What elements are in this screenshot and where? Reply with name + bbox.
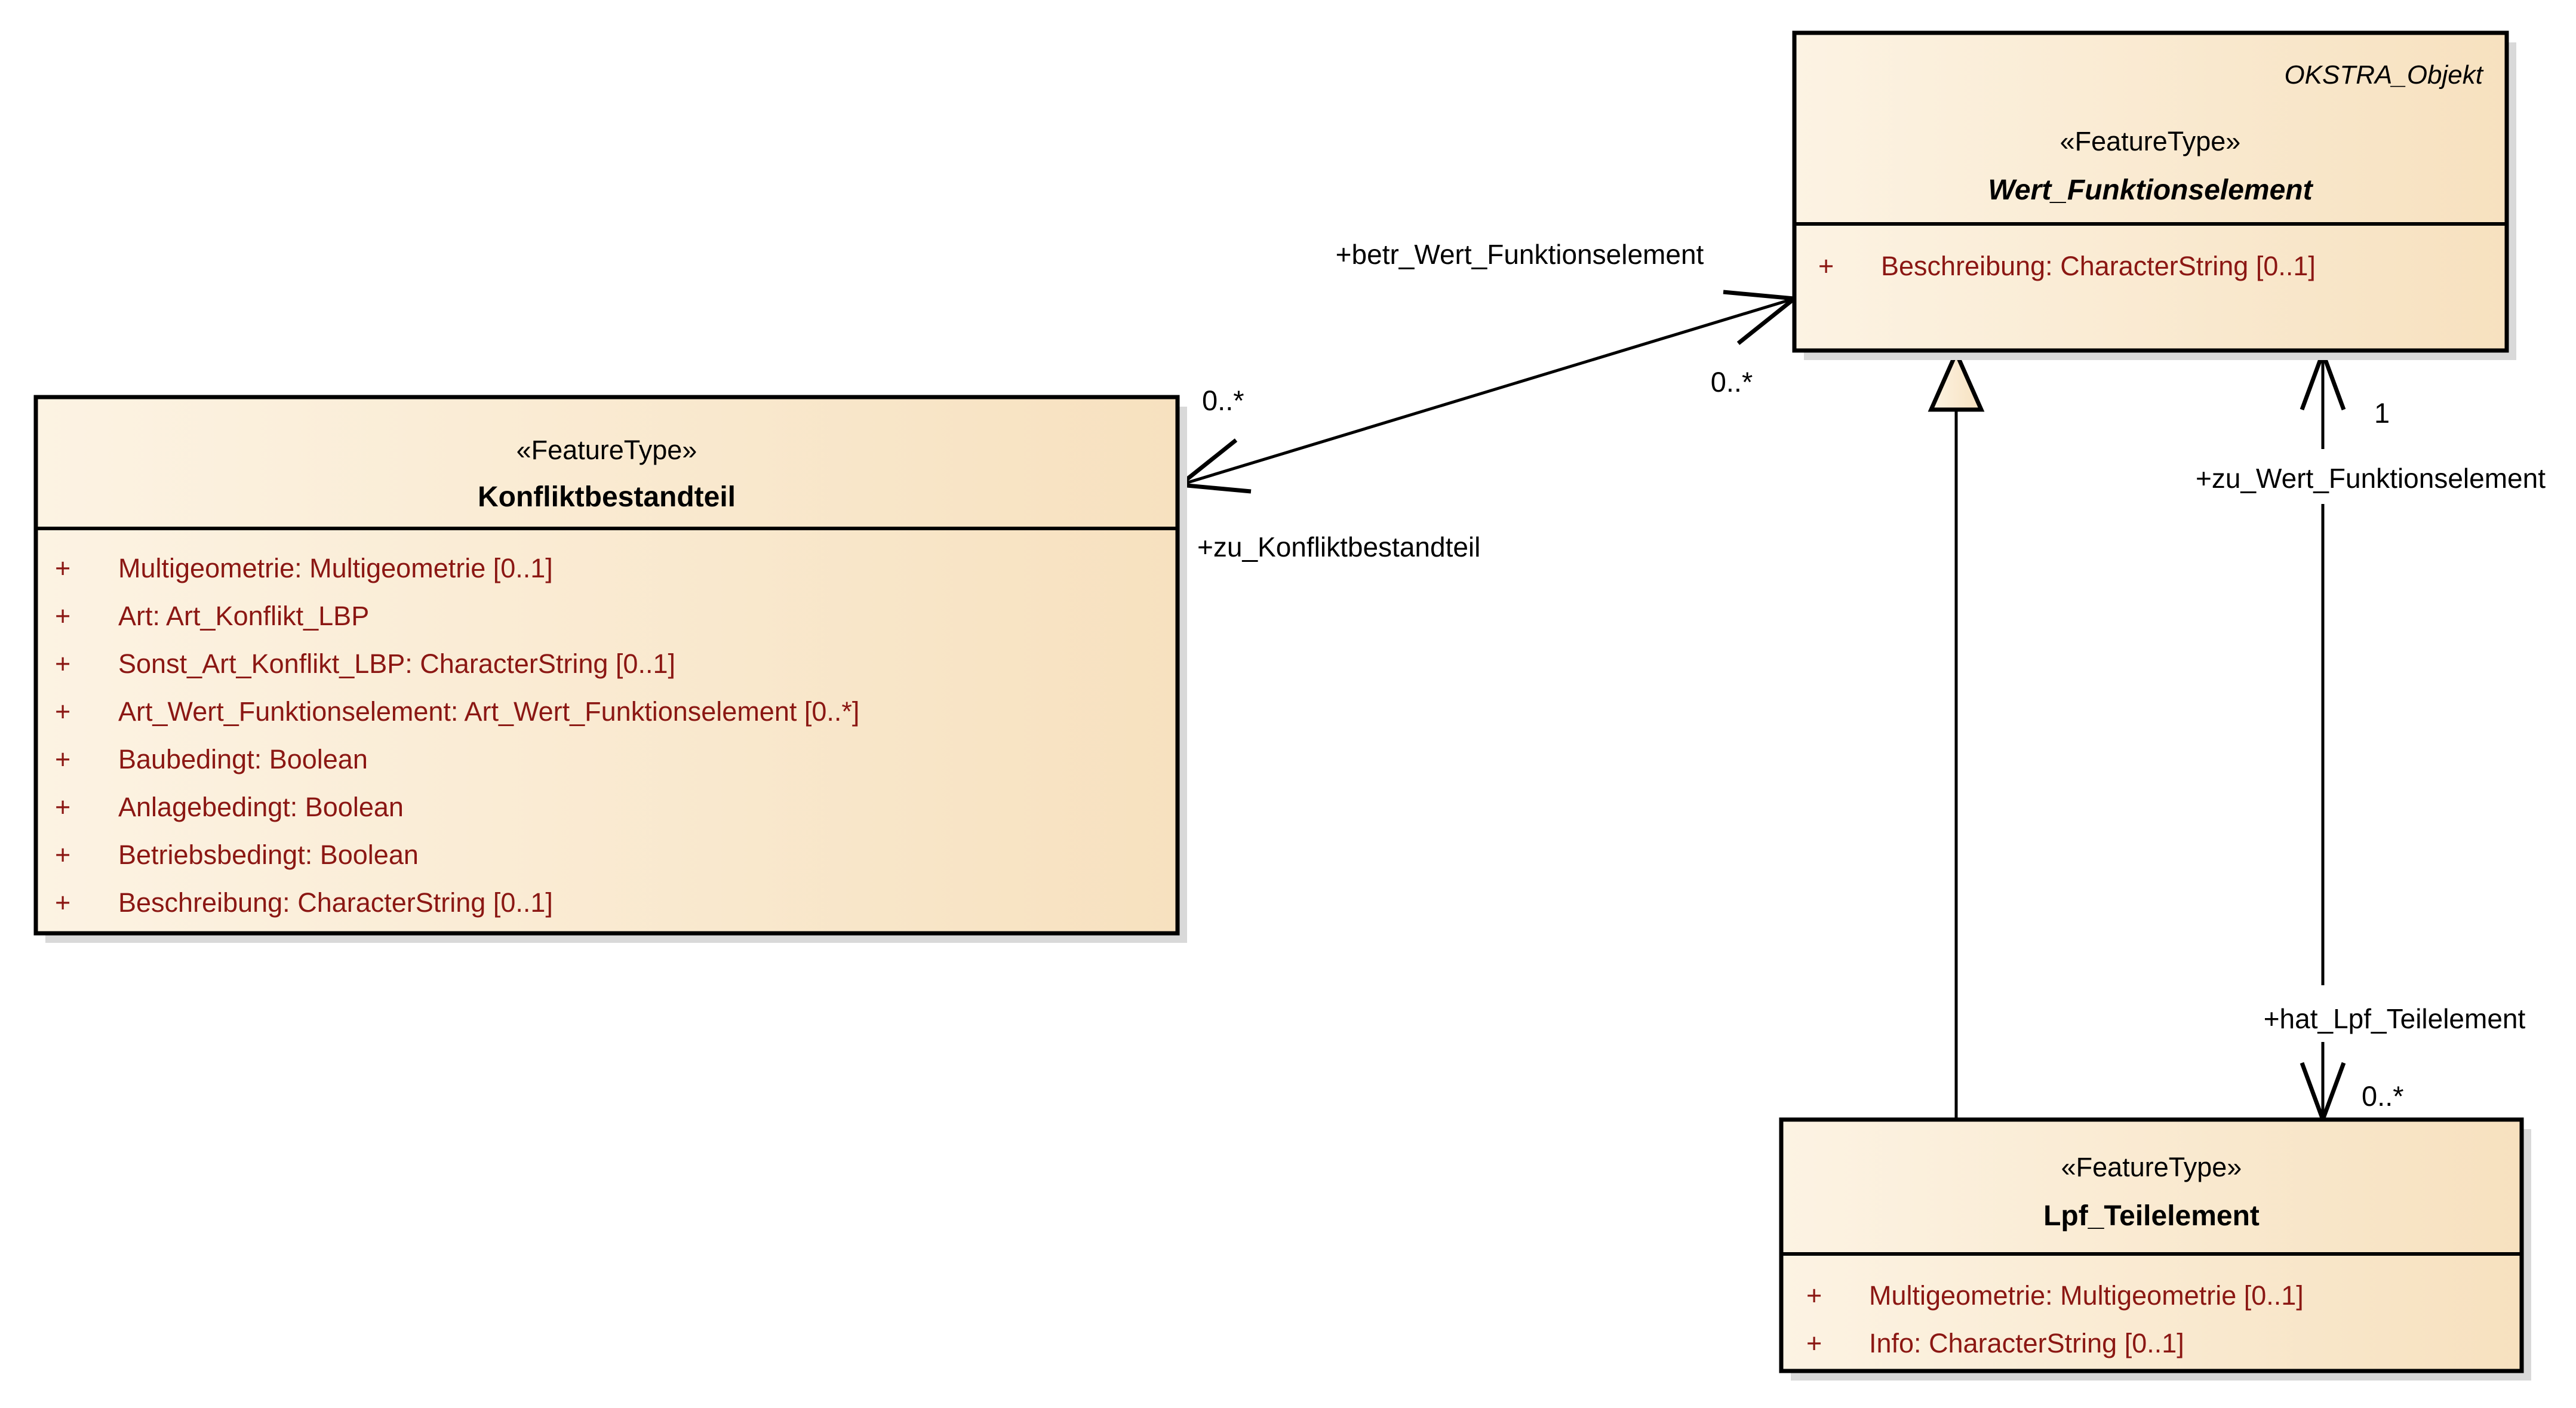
- attribute-row: Multigeometrie: Multigeometrie [0..1]: [1869, 1280, 2304, 1311]
- stereotype-label: «FeatureType»: [2060, 126, 2241, 156]
- class-konfliktbestandteil[interactable]: «FeatureType» Konfliktbestandteil + Mult…: [33, 395, 1187, 943]
- attribute-row: Beschreibung: CharacterString [0..1]: [118, 887, 553, 918]
- attribute-row: Multigeometrie: Multigeometrie [0..1]: [118, 553, 553, 583]
- label-background: [2168, 449, 2574, 504]
- class-box: [33, 395, 1180, 936]
- attribute-row: Beschreibung: CharacterString [0..1]: [1881, 251, 2316, 281]
- attribute-row: Sonst_Art_Konflikt_LBP: CharacterString …: [118, 648, 675, 679]
- generalization-triangle-icon: [1928, 348, 1985, 412]
- association-zu-wert-funktionselement[interactable]: 1 +zu_Wert_Funktionselement +hat_Lpf_Tei…: [2168, 346, 2574, 1126]
- attribute-visibility: +: [1806, 1280, 1822, 1311]
- label-background: [2218, 985, 2574, 1042]
- parent-tagline: OKSTRA_Objekt: [2284, 60, 2483, 90]
- attribute-visibility: +: [1818, 251, 1834, 281]
- role-label-zu-wert-funktionselement: +zu_Wert_Funktionselement: [2196, 463, 2546, 494]
- class-wert-funktionselement[interactable]: OKSTRA_Objekt «FeatureType» Wert_Funktio…: [1792, 30, 2516, 360]
- association-betr-wert-funktionselement[interactable]: +betr_Wert_Funktionselement 0..* 0..* +z…: [1175, 239, 1800, 562]
- class-name: Wert_Funktionselement: [1988, 174, 2313, 206]
- attribute-visibility: +: [55, 744, 70, 774]
- role-label-zu-konfliktbestandteil: +zu_Konfliktbestandteil: [1197, 531, 1480, 562]
- attribute-row: Info: CharacterString [0..1]: [1869, 1328, 2184, 1358]
- attribute-visibility: +: [55, 553, 70, 583]
- role-label-betr-wert-funktionselement: +betr_Wert_Funktionselement: [1336, 239, 1704, 270]
- attribute-row: Anlagebedingt: Boolean: [118, 792, 404, 822]
- attribute-visibility: +: [1806, 1328, 1822, 1358]
- attribute-row: Betriebsbedingt: Boolean: [118, 840, 419, 870]
- attribute-visibility: +: [55, 887, 70, 918]
- association-line: [1179, 297, 1795, 487]
- multiplicity-lpf-end: 0..*: [2362, 1080, 2404, 1112]
- multiplicity-one: 1: [2374, 397, 2390, 429]
- attribute-visibility: +: [55, 696, 70, 727]
- attribute-visibility: +: [55, 840, 70, 870]
- class-box: [1779, 1117, 2524, 1373]
- generalization-lpf-to-wert[interactable]: [1928, 348, 1985, 1120]
- class-box: [1792, 30, 2509, 353]
- attribute-row: Art: Art_Konflikt_LBP: [118, 601, 369, 631]
- attribute-visibility: +: [55, 792, 70, 822]
- class-name: Konfliktbestandteil: [478, 481, 736, 513]
- multiplicity-wert-end: 0..*: [1711, 366, 1753, 398]
- role-label-hat-lpf-teilelement: +hat_Lpf_Teilelement: [2264, 1003, 2526, 1034]
- attribute-row: Baubedingt: Boolean: [118, 744, 368, 774]
- attribute-visibility: +: [55, 648, 70, 679]
- class-name: Lpf_Teilelement: [2043, 1200, 2260, 1232]
- stereotype-label: «FeatureType»: [2061, 1152, 2242, 1182]
- attribute-row: Art_Wert_Funktionselement: Art_Wert_Funk…: [118, 696, 859, 727]
- stereotype-label: «FeatureType»: [517, 435, 697, 465]
- attribute-visibility: +: [55, 601, 70, 631]
- class-lpf-teilelement[interactable]: «FeatureType» Lpf_Teilelement + Multigeo…: [1779, 1117, 2531, 1381]
- multiplicity-konfliktbestandteil-end: 0..*: [1202, 385, 1244, 416]
